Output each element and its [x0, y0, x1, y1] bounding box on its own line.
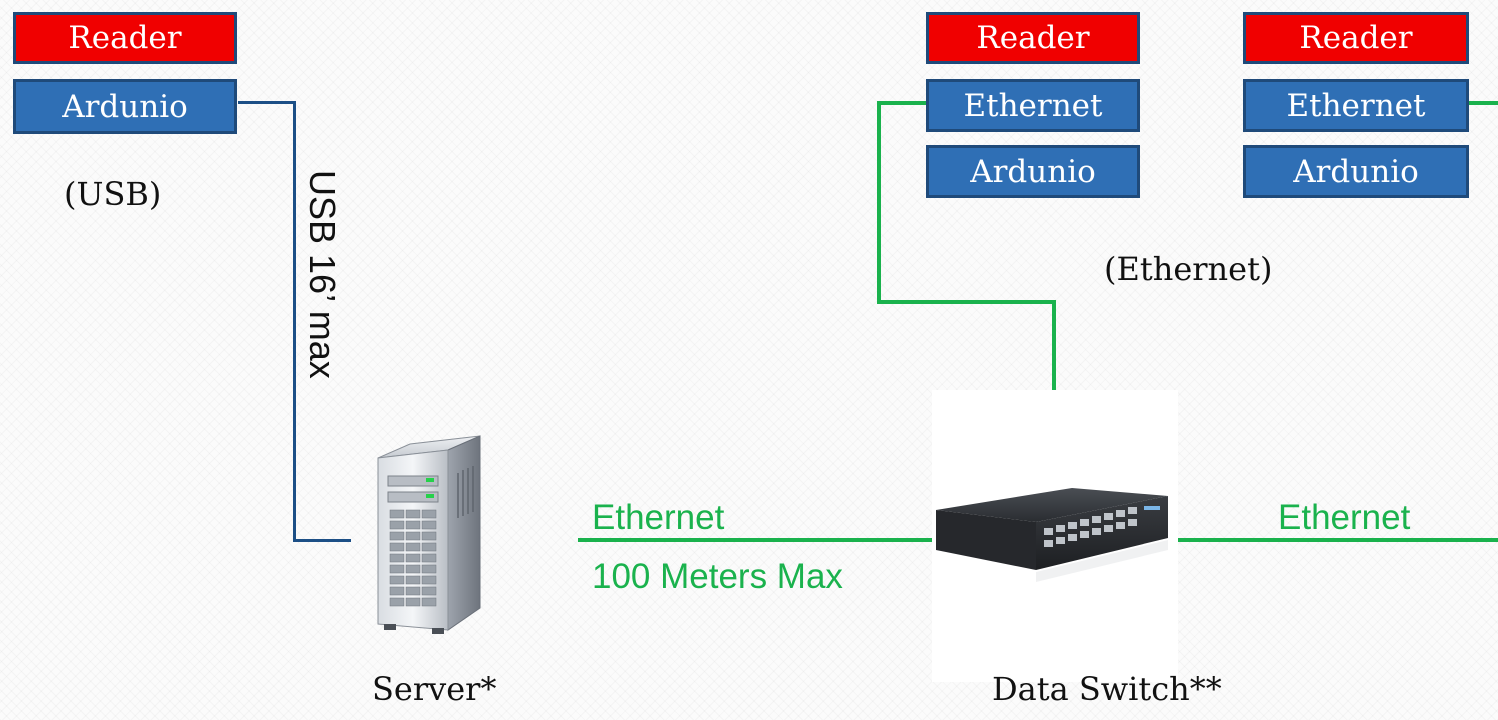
- usb-cable-length-label: USB 16’ max: [302, 170, 343, 379]
- data-switch-label: Data Switch**: [992, 670, 1222, 708]
- switch-right-link-label: Ethernet: [1278, 498, 1411, 537]
- network-switch-icon: [932, 390, 1178, 682]
- usb-cable-segment: [293, 101, 296, 542]
- ethernet-box: Ethernet: [926, 79, 1140, 132]
- ardunio-box: Ardunio: [13, 79, 237, 134]
- server-switch-link-limit: 100 Meters Max: [592, 557, 843, 596]
- ethernet-cable-segment: [877, 101, 881, 304]
- ardunio-box: Ardunio: [926, 145, 1140, 198]
- ethernet-group-label: (Ethernet): [1104, 250, 1273, 288]
- usb-connection-label: (USB): [64, 175, 162, 213]
- usb-cable-segment: [293, 539, 351, 542]
- server-label: Server*: [372, 670, 497, 708]
- reader-box: Reader: [1243, 12, 1469, 64]
- ethernet-cable-segment: [1468, 101, 1498, 105]
- ethernet-box: Ethernet: [1243, 79, 1469, 132]
- reader-box: Reader: [926, 12, 1140, 64]
- ethernet-cable-segment: [578, 538, 932, 542]
- reader-box: Reader: [13, 12, 237, 64]
- server-switch-link-label: Ethernet: [592, 498, 725, 537]
- ethernet-cable-segment: [877, 300, 1056, 304]
- server-tower-icon: [370, 428, 485, 638]
- ethernet-cable-segment: [877, 101, 927, 105]
- ardunio-box: Ardunio: [1243, 145, 1469, 198]
- usb-cable-segment: [238, 101, 296, 104]
- ethernet-cable-segment: [1178, 538, 1498, 542]
